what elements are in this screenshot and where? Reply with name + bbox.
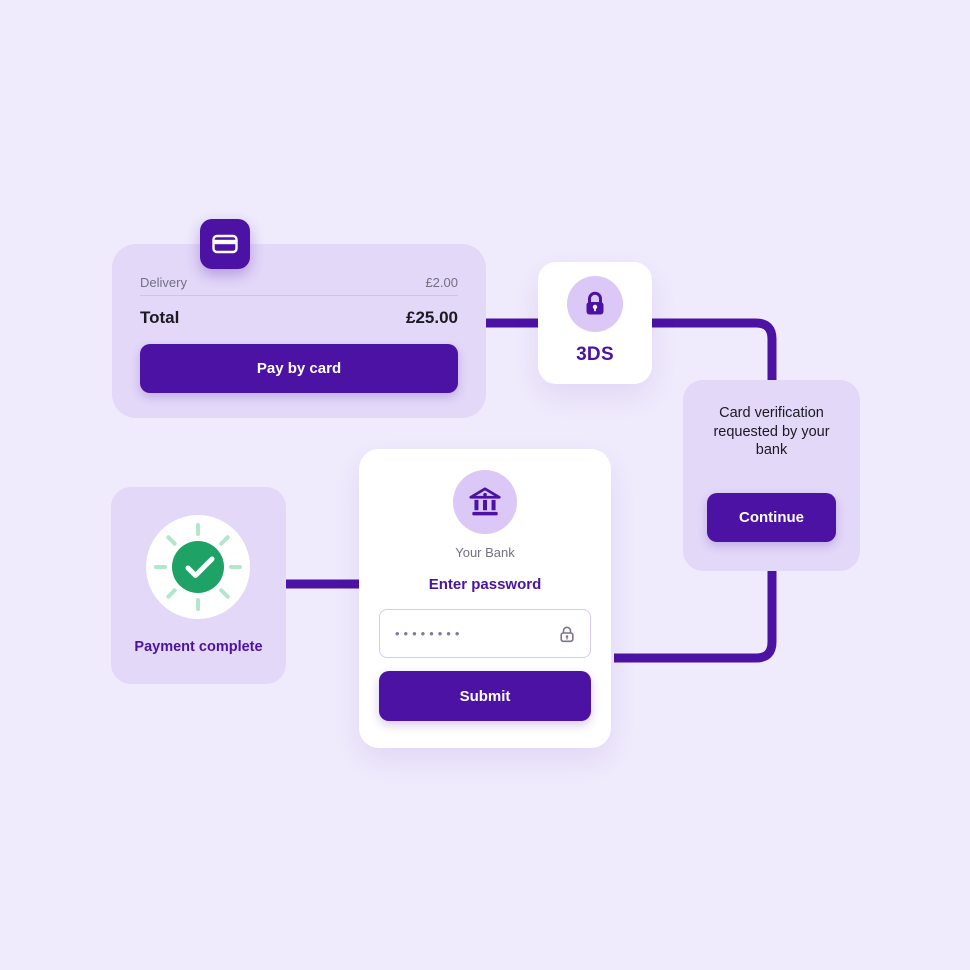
input-lock-icon [556, 623, 590, 645]
delivery-label: Delivery [140, 275, 187, 290]
credit-card-icon [210, 229, 240, 259]
submit-button[interactable]: Submit [379, 671, 591, 721]
pay-by-card-button[interactable]: Pay by card [140, 344, 458, 393]
verification-message: Card verification requested by your bank [713, 405, 830, 459]
order-summary-card: Delivery £2.00 Total £25.00 Pay by card [112, 244, 486, 418]
payment-complete-card: Payment complete [111, 487, 286, 684]
credit-card-icon-badge [200, 219, 250, 269]
lock-icon-badge [567, 276, 623, 332]
delivery-row: Delivery £2.00 [140, 270, 458, 296]
password-input[interactable]: •••••••• [379, 609, 591, 658]
total-label: Total [140, 308, 180, 327]
threeds-label: 3DS [576, 344, 614, 365]
check-icon [146, 515, 250, 619]
payment-complete-label: Payment complete [134, 639, 263, 655]
password-value: •••••••• [395, 626, 464, 641]
delivery-value: £2.00 [425, 275, 458, 290]
success-check-badge [146, 515, 250, 619]
total-row: Total £25.00 [140, 304, 458, 332]
threeds-card: 3DS [538, 262, 652, 384]
bank-icon-badge [453, 470, 517, 534]
verification-card: Card verification requested by your bank… [683, 380, 860, 571]
bank-icon [466, 483, 504, 521]
total-value: £25.00 [406, 308, 458, 327]
bank-card: Your Bank Enter password •••••••• Submit [359, 449, 611, 748]
continue-button[interactable]: Continue [707, 493, 836, 542]
lock-icon [578, 287, 612, 321]
bank-name: Your Bank [455, 545, 515, 560]
password-prompt: Enter password [428, 576, 542, 593]
